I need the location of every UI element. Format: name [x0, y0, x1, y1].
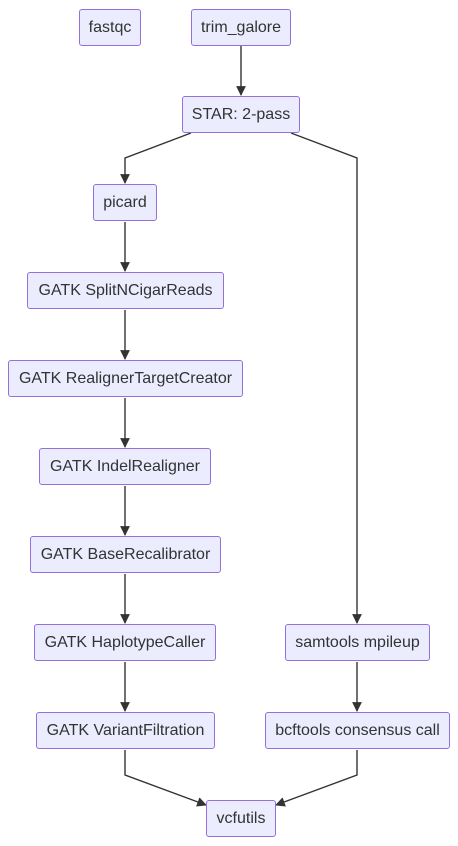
node-gatk-split-ncigar-reads[interactable]: GATK SplitNCigarReads — [27, 272, 224, 309]
node-gatk-base-recalibrator[interactable]: GATK BaseRecalibrator — [30, 536, 221, 573]
node-gatk-realigner-target-creator[interactable]: GATK RealignerTargetCreator — [8, 360, 243, 397]
node-star-2-pass[interactable]: STAR: 2-pass — [182, 96, 300, 133]
node-gatk-indel-realigner[interactable]: GATK IndelRealigner — [39, 448, 211, 485]
edge-star-to-mpileup — [290, 132, 362, 624]
node-gatk-haplotype-caller[interactable]: GATK HaplotypeCaller — [34, 624, 216, 661]
edge-variant-filtration-to-vcfutils — [124, 750, 207, 807]
node-trim-galore[interactable]: trim_galore — [191, 9, 291, 46]
edge-bcftools-to-vcfutils — [275, 750, 358, 807]
node-vcfutils[interactable]: vcfutils — [206, 800, 276, 837]
node-bcftools-consensus-call[interactable]: bcftools consensus call — [265, 712, 450, 749]
edge-star-to-picard — [120, 132, 192, 184]
node-picard[interactable]: picard — [93, 184, 157, 221]
node-gatk-variant-filtration[interactable]: GATK VariantFiltration — [36, 712, 215, 749]
node-samtools-mpileup[interactable]: samtools mpileup — [285, 624, 430, 661]
node-fastqc[interactable]: fastqc — [79, 9, 141, 46]
